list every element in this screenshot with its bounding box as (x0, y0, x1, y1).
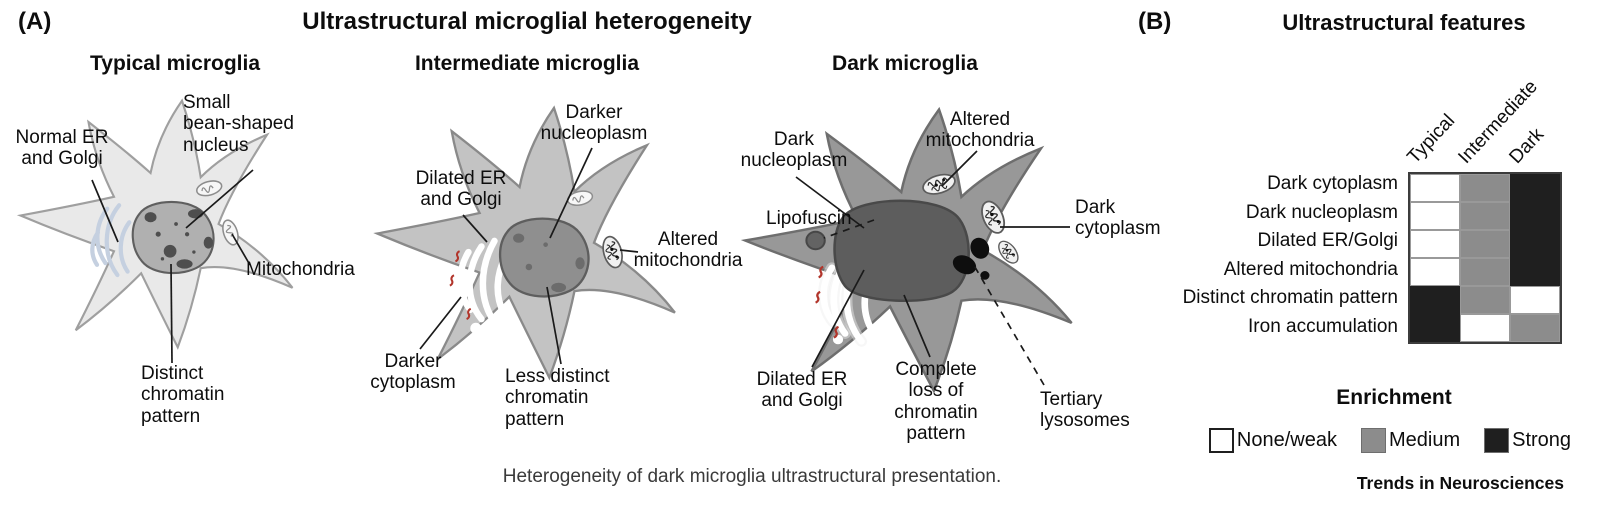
label-darker-nucleoplasm: Darker nucleoplasm (540, 102, 648, 145)
leader-line (903, 294, 931, 358)
leader-line (619, 249, 639, 253)
legend-swatch (1360, 428, 1386, 453)
legend-label: Medium (1388, 429, 1461, 451)
nucleus (833, 199, 970, 303)
journal-name: Trends in Neurosciences (1356, 473, 1564, 493)
heatmap-cell-r0-c1 (1460, 174, 1510, 202)
panel-b-title: Ultrastructural features (1282, 10, 1526, 35)
heatmap-row-label: Dilated ER/Golgi (1257, 230, 1398, 252)
heatmap-cell-r4-c2 (1510, 286, 1560, 314)
legend-items: None/weak Medium Strong (1200, 428, 1580, 453)
heatmap-cell-r3-c0 (1410, 258, 1460, 286)
typical-microglia-cell (19, 99, 294, 349)
legend-item: Medium (1360, 428, 1461, 453)
heading-dark-microglia: Dark microglia (832, 52, 978, 75)
normal-er-golgi (90, 203, 132, 278)
panel-a-illustration (19, 99, 1073, 393)
heatmap-cell-r4-c0 (1410, 286, 1460, 314)
leader-line (91, 179, 119, 243)
heatmap-cell-r1-c2 (1510, 202, 1560, 230)
figure-caption: Heterogeneity of dark microglia ultrastr… (502, 466, 1002, 487)
legend-title: Enrichment (1336, 386, 1452, 409)
heatmap-cell-r1-c0 (1410, 202, 1460, 230)
legend-label: Strong (1512, 429, 1572, 451)
label-mitochondria: Mitochondria (246, 259, 355, 280)
leader-line (462, 214, 488, 243)
label-small-bean-shaped-nucleus: Small bean-shaped nucleus (183, 92, 294, 156)
heatmap-cell-r5-c0 (1410, 314, 1460, 342)
leader-line (546, 286, 562, 365)
tertiary-lysosomes (952, 237, 990, 280)
heatmap-row-label: Dark cytoplasm (1267, 173, 1398, 194)
label-less-distinct-chromatin-pattern: Less distinct chromatin pattern (505, 366, 610, 430)
heatmap-col-header-dark: Dark (1505, 124, 1549, 168)
heading-intermediate-microglia: Intermediate microglia (414, 52, 640, 75)
leader-line (549, 147, 593, 239)
leader-line-dashed (823, 219, 875, 239)
nucleus (498, 217, 590, 298)
lipofuscin-granule (805, 230, 826, 251)
heatmap-cell-r5-c1 (1460, 314, 1510, 342)
label-dark-cytoplasm: Dark cytoplasm (1075, 197, 1161, 240)
label-darker-cytoplasm: Darker cytoplasm (370, 351, 456, 394)
label-altered-mitochondria-dark: Altered mitochondria (925, 109, 1035, 152)
panel-a-title: Ultrastructural microglial heterogeneity (302, 8, 752, 35)
heatmap-cell-r3-c1 (1460, 258, 1510, 286)
leader-line (419, 296, 462, 350)
label-tertiary-lysosomes: Tertiary lysosomes (1040, 389, 1130, 432)
panel-a-label: (A) (18, 8, 52, 35)
heatmap-row-label: Altered mitochondria (1223, 258, 1398, 280)
leader-line (941, 150, 978, 187)
er-dilation (470, 322, 482, 334)
heatmap-cell-r1-c1 (1460, 202, 1510, 230)
er-dilation (492, 333, 502, 344)
leader-line (811, 269, 865, 368)
heatmap-cell-r5-c2 (1510, 314, 1560, 342)
heatmap-row-label: Dark nucleoplasm (1245, 201, 1398, 223)
legend-swatch (1484, 428, 1510, 453)
legend-swatch (1208, 428, 1234, 453)
label-dark-nucleoplasm: Dark nucleoplasm (740, 129, 848, 172)
heatmap-cell-r2-c1 (1460, 230, 1510, 258)
heatmap-col-header-typical: Typical (1403, 110, 1460, 168)
er-dilation (854, 347, 865, 357)
chromatin-clumps (144, 209, 214, 269)
label-dilated-er-golgi-intermediate: Dilated ER and Golgi (415, 168, 507, 211)
label-normal-er-golgi: Normal ER and Golgi (15, 127, 109, 170)
legend-item: None/weak (1208, 428, 1337, 453)
label-lipofuscin: Lipofuscin (766, 208, 852, 229)
label-dilated-er-golgi-dark: Dilated ER and Golgi (756, 369, 848, 412)
leader-line (170, 263, 173, 364)
label-distinct-chromatin-pattern: Distinct chromatin pattern (141, 363, 225, 427)
heatmap-cell-r2-c2 (1510, 230, 1560, 258)
leader-line (795, 176, 865, 229)
intermediate-microglia-cell (376, 106, 677, 379)
heatmap-cell-r3-c2 (1510, 258, 1560, 286)
leader-lines (91, 147, 1070, 386)
heatmap-cell-r0-c2 (1510, 174, 1560, 202)
leader-line (231, 233, 251, 266)
heatmap-cell-r4-c1 (1460, 286, 1510, 314)
legend-label: None/weak (1236, 429, 1337, 451)
dilated-er-golgi (820, 252, 877, 345)
heatmap-row-label: Iron accumulation (1248, 315, 1398, 337)
leader-line-dashed (971, 261, 1045, 386)
chromatin-clumps (513, 233, 585, 293)
panel-b-label: (B) (1138, 8, 1172, 35)
heatmap-cell-r0-c0 (1410, 174, 1460, 202)
stress-mark-icon (448, 274, 456, 287)
heading-typical-microglia: Typical microglia (90, 52, 260, 75)
heatmap-row-label: Distinct chromatin pattern (1182, 287, 1398, 309)
heatmap-cell-r2-c0 (1410, 230, 1460, 258)
dark-microglia-cell (743, 108, 1073, 393)
leader-line (185, 169, 254, 229)
label-complete-loss-chromatin-pattern: Complete loss of chromatin pattern (894, 359, 978, 444)
legend-item: Strong (1484, 428, 1571, 453)
heatmap-grid (1408, 172, 1562, 344)
label-altered-mitochondria-intermediate: Altered mitochondria (633, 229, 743, 272)
